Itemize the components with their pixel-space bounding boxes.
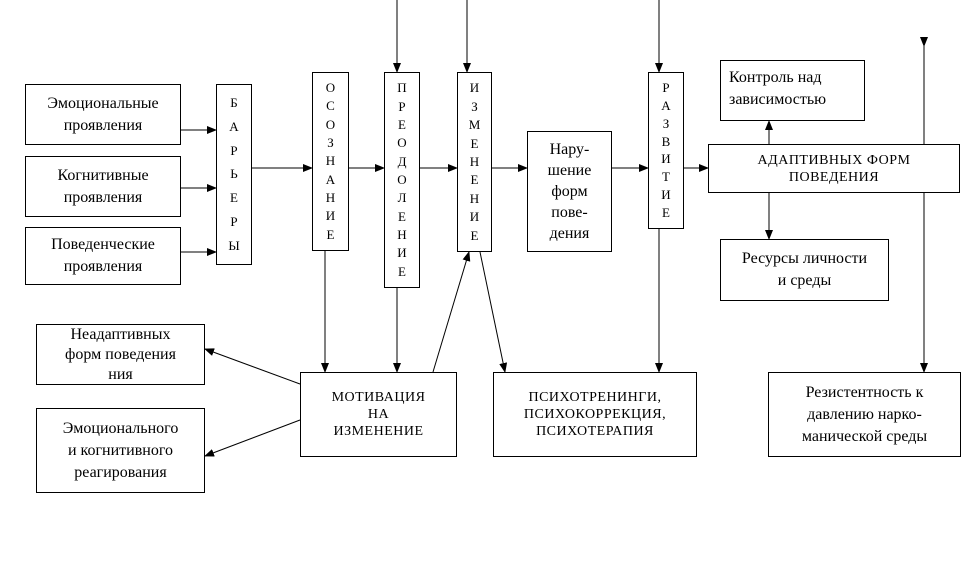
psychotraining-label: ПСИХОТРЕНИНГИ, ПСИХОКОРРЕКЦИЯ, ПСИХОТЕРА…: [523, 390, 667, 439]
cognitive-manifestations-label: Когнитивные проявления: [57, 166, 149, 206]
resources-box: Ресурсы личности и среды: [720, 239, 889, 301]
control-box: Контроль над зависимостью: [720, 60, 865, 121]
emotional-manifestations-label: Эмоциональные проявления: [47, 94, 159, 134]
emotional-manifestations-box: Эмоциональные проявления: [25, 84, 181, 145]
maladaptive-label: Неадаптивных форм поведения ния: [65, 325, 176, 383]
arrow-motivation-to-maladaptive: [204, 348, 301, 385]
behavioral-manifestations-box: Поведенческие проявления: [25, 227, 181, 285]
control-label: Контроль над зависимостью: [729, 69, 827, 108]
motivation-label: МОТИВАЦИЯ НА ИЗМЕНЕНИЕ: [331, 390, 426, 439]
arrow-motivation-to-change: [432, 251, 471, 373]
behavioral-manifestations-label: Поведенческие проявления: [51, 236, 155, 275]
disruption-label: Нару- шение форм пове- дения: [547, 141, 592, 242]
arrow-change-to-psychotraining: [479, 251, 508, 373]
resistance-box: Резистентность к давлению нарко- маничес…: [768, 372, 961, 457]
resistance-label: Резистентность к давлению нарко- маничес…: [801, 383, 928, 445]
maladaptive-box: Неадаптивных форм поведения ния: [36, 324, 205, 385]
emotional-reaction-box: Эмоционального и когнитивного реагирован…: [36, 408, 205, 493]
emotional-reaction-label: Эмоционального и когнитивного реагирован…: [62, 419, 179, 481]
cognitive-manifestations-box: Когнитивные проявления: [25, 156, 181, 217]
disruption-box: Нару- шение форм пове- дения: [527, 131, 612, 252]
psychotraining-box: ПСИХОТРЕНИНГИ, ПСИХОКОРРЕКЦИЯ, ПСИХОТЕРА…: [493, 372, 697, 457]
arrow-motivation-to-emotional-reaction: [204, 419, 301, 457]
motivation-box: МОТИВАЦИЯ НА ИЗМЕНЕНИЕ: [300, 372, 457, 457]
adaptive-forms-box: АДАПТИВНЫХ ФОРМ ПОВЕДЕНИЯ: [708, 144, 960, 193]
adaptive-forms-label: АДАПТИВНЫХ ФОРМ ПОВЕДЕНИЯ: [757, 152, 911, 185]
resources-label: Ресурсы личности и среды: [741, 250, 868, 289]
